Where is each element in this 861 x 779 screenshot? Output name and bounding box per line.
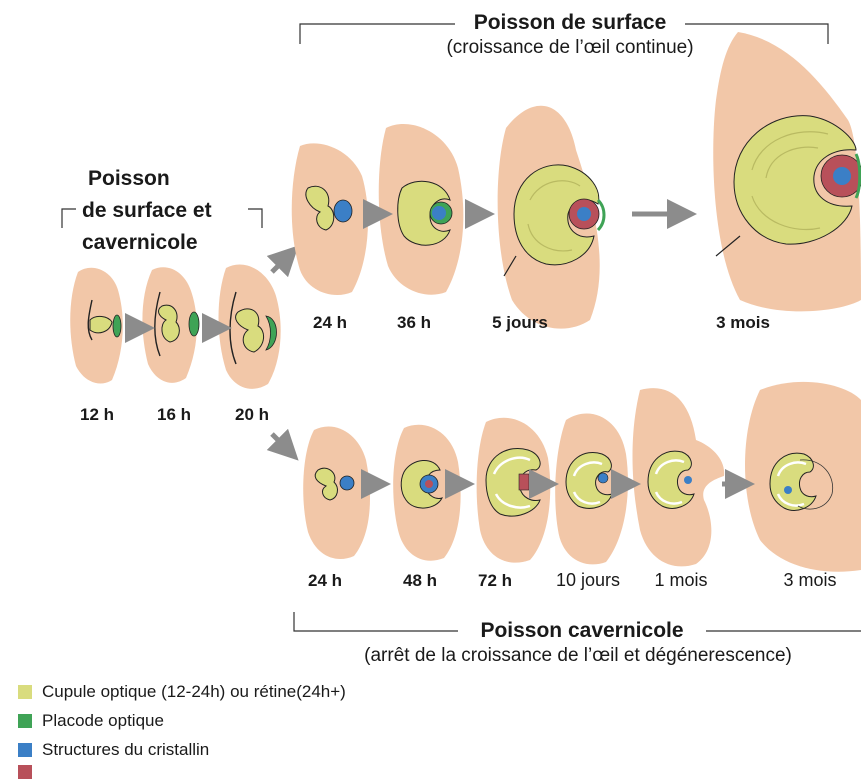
cave-72h (477, 418, 551, 563)
cave-3mois (745, 382, 861, 572)
stage-label-surface-0: 24 h (313, 313, 347, 332)
stage-label-cave-3: 10 jours (556, 570, 620, 590)
embryo-16h (142, 267, 199, 383)
stage-label-cave-5: 3 mois (783, 570, 836, 590)
stage-label-cave-4: 1 mois (654, 570, 707, 590)
stage-label-shared-0: 12 h (80, 405, 114, 424)
stage-label-surface-3: 3 mois (716, 313, 770, 332)
legend-label-placode: Placode optique (42, 711, 164, 731)
cave-10jours (555, 413, 628, 564)
legend-swatch-placode (18, 714, 32, 728)
stage-label-surface-2: 5 jours (492, 313, 548, 332)
embryo-20h (219, 264, 281, 388)
bottom-group-subtitle: (arrêt de la croissance de l’œil et dégé… (364, 645, 792, 666)
legend-swatch-lens-outer (18, 765, 32, 779)
legend-swatch-lens (18, 743, 32, 757)
left-group-line3: cavernicole (82, 231, 198, 254)
legend-label-lens: Structures du cristallin (42, 740, 209, 760)
embryo-12h (70, 268, 123, 384)
legend-swatch-retina (18, 685, 32, 699)
legend-label-retina: Cupule optique (12-24h) ou rétine(24h+) (42, 682, 346, 702)
top-group-title: Poisson de surface (474, 11, 667, 34)
stage-label-shared-1: 16 h (157, 405, 191, 424)
top-group-subtitle: (croissance de l’œil continue) (446, 37, 693, 58)
stage-label-cave-2: 72 h (478, 571, 512, 590)
stage-label-surface-1: 36 h (397, 313, 431, 332)
surface-5jours (498, 106, 604, 329)
surface-36h (379, 124, 464, 295)
surface-24h (292, 143, 368, 295)
stage-label-cave-0: 24 h (308, 571, 342, 590)
left-group-line2: de surface et (82, 199, 212, 222)
stage-label-cave-1: 48 h (403, 571, 437, 590)
left-group-line1: Poisson (88, 167, 170, 190)
cave-1mois (633, 388, 725, 566)
cave-24h (303, 427, 370, 559)
stage-label-shared-2: 20 h (235, 405, 269, 424)
bottom-group-title: Poisson cavernicole (480, 619, 683, 642)
cave-48h (393, 425, 460, 561)
surface-3mois (713, 32, 861, 311)
